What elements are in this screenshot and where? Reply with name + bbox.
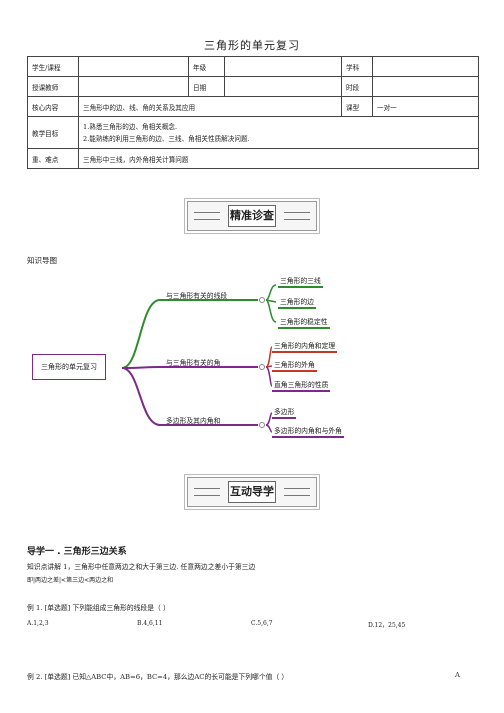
- mindmap-branch: 与三角形有关的线段: [166, 292, 228, 300]
- table-cell: 学生/课程: [27, 56, 79, 77]
- table-cell: [78, 76, 189, 97]
- mindmap-leaf: 多边形: [272, 406, 297, 419]
- option-a: A.1,2,3: [27, 620, 49, 627]
- table-row: 学生/课程 年级 学科: [27, 56, 479, 77]
- banner-diagnosis: 精准诊查: [187, 201, 317, 231]
- banner-text: 互动导学: [228, 481, 276, 503]
- mindmap-leaf: 多边形的内角和与外角: [272, 425, 344, 438]
- ornament: [194, 212, 220, 220]
- table-cell: 1.熟悉三角形的边、角相关概念. 2.能熟练的利用三角形的边、三线、角相关性质解…: [78, 116, 479, 149]
- goal-line: 1.熟悉三角形的边、角相关概念.: [83, 122, 178, 131]
- mindmap-leaf: 三角形的内角和定理: [272, 340, 338, 353]
- mindmap-branch: 与三角形有关的角: [166, 359, 221, 367]
- table-row: 核心内容 三角形中的边、线、角的关系及其应用 课型 一对一: [27, 96, 479, 117]
- table-row: 重、难点 三角形中三线，内外角相关计算问题: [27, 148, 479, 169]
- table-cell: 时段: [341, 76, 373, 97]
- example-question: 例 1. [单选题] 下列能组成三角形的线段是（ ）: [27, 604, 170, 612]
- table-cell: 学科: [341, 56, 373, 77]
- mindmap-leaf: 三角形的边: [278, 296, 316, 309]
- table-cell: 重、难点: [27, 148, 79, 169]
- example-question: 例 2. [单选题] 已知△ABC中，AB=6，BC=4，那么边AC的长可能是下…: [27, 673, 289, 681]
- table-cell: 核心内容: [27, 96, 79, 117]
- goal-line: 2.能熟练的利用三角形的边、三线、角相关性质解决问题.: [83, 134, 250, 143]
- table-cell: [78, 56, 189, 77]
- table-cell: 日期: [188, 76, 225, 97]
- mindmap-leaf: 三角形的外角: [272, 359, 317, 372]
- lesson-info-table: 学生/课程 年级 学科 授课教师 日期 时段 核心内容 三角形中的边、线、角的关…: [27, 56, 479, 169]
- page-title: 三角形的单元复习: [204, 39, 300, 52]
- table-cell: [224, 76, 342, 97]
- ornament: [284, 488, 310, 496]
- table-row: 授课教师 日期 时段: [27, 76, 479, 97]
- table-cell: 授课教师: [27, 76, 79, 97]
- option-d: D.12，25,45: [368, 622, 406, 629]
- answer-label: A: [455, 671, 460, 679]
- table-row: 教学目标 1.熟悉三角形的边、角相关概念. 2.能熟练的利用三角形的边、三线、角…: [27, 116, 479, 149]
- table-cell: 三角形中的边、线、角的关系及其应用: [78, 96, 342, 117]
- explain-text: 知识点讲解 1，三角形中任意两边之和大于第三边. 任意两边之差小于第三边: [27, 563, 256, 571]
- mindmap-connectors: [121, 284, 277, 433]
- option-b: B.4,6,11: [137, 620, 163, 627]
- table-cell: [372, 56, 479, 77]
- ornament: [284, 212, 310, 220]
- ornament: [194, 488, 220, 496]
- formula-text: 即|两边之差|<第三边<两边之和: [27, 577, 114, 584]
- table-cell: 一对一: [372, 96, 479, 117]
- section-heading: 导学一 . 三角形三边关系: [27, 547, 127, 557]
- mindmap-branch: 多边形及其内角和: [166, 417, 221, 425]
- banner-text: 精准诊查: [228, 205, 276, 227]
- mindmap-leaf: 直角三角形的性质: [272, 379, 331, 392]
- banner-interactive: 互动导学: [187, 477, 317, 507]
- table-cell: [372, 76, 479, 97]
- mindmap-leaf: 三角形的三线: [278, 275, 323, 288]
- option-c: C.5,6,7: [251, 620, 273, 627]
- mindmap-root: 三角形的单元复习: [32, 354, 106, 380]
- table-cell: 课型: [341, 96, 373, 117]
- table-cell: [224, 56, 342, 77]
- table-cell: 教学目标: [27, 116, 79, 149]
- knowledge-map-label: 知识导图: [27, 256, 57, 265]
- mindmap-leaf: 三角形的稳定性: [278, 316, 330, 329]
- table-cell: 年级: [188, 56, 225, 77]
- table-cell: 三角形中三线，内外角相关计算问题: [78, 148, 479, 169]
